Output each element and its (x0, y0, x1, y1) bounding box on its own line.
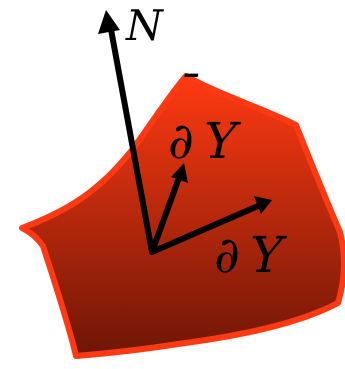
dbar-y-label: Y (204, 112, 241, 170)
d-partial-label: ∂ (214, 226, 240, 284)
d-y-label: Y (250, 226, 287, 284)
tangent-d-arrowhead (254, 196, 272, 214)
dbar-partial-label: ∂ (168, 112, 194, 170)
tangent-dbar-arrowhead (171, 163, 188, 183)
normal-vector-arrow (107, 21, 155, 255)
tangent-d-arrow (149, 203, 261, 255)
surface-patch (19, 73, 345, 359)
tangent-dbar-arrow (149, 172, 183, 255)
normal-vector-arrowhead (98, 10, 120, 34)
dbar-overbar: ¯ (176, 65, 199, 119)
normal-label: N (125, 1, 164, 50)
